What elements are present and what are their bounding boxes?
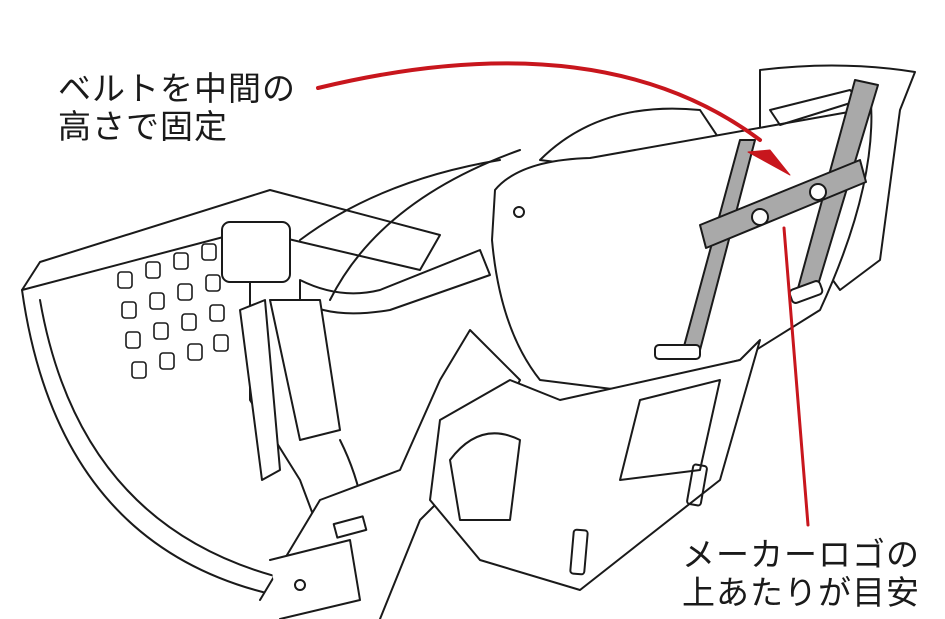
belt-instruction-line-2: 高さで固定 xyxy=(58,107,228,146)
curved-arrow xyxy=(316,61,762,142)
belt-height-instruction: ベルトを中間の 高さで固定 xyxy=(58,70,296,146)
belt-instruction-line-1: ベルトを中間の xyxy=(58,69,296,108)
arrowhead-icon xyxy=(747,149,791,176)
logo-guide-line-1: メーカーロゴの xyxy=(682,535,920,574)
pointer-line xyxy=(782,226,810,527)
bike-frame xyxy=(259,329,521,619)
annotation-arrows xyxy=(316,61,810,527)
logo-guide-line-2: 上あたりが目安 xyxy=(682,573,920,612)
logo-guide-label: メーカーロゴの 上あたりが目安 xyxy=(682,536,920,612)
handlebar xyxy=(221,149,521,611)
seat-belt xyxy=(654,79,879,360)
